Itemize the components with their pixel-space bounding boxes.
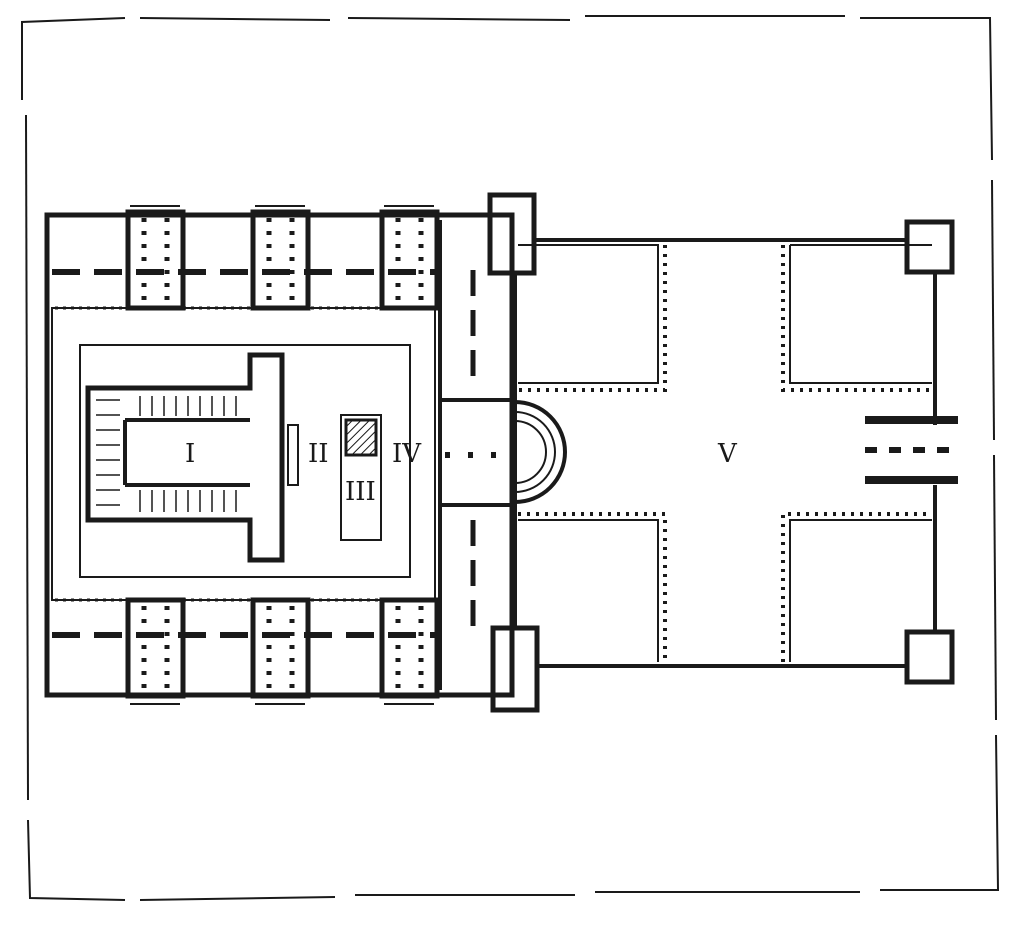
columned-halls-top [125, 205, 440, 311]
room-label-3: III [345, 477, 376, 507]
vestibule [438, 192, 567, 713]
altar [340, 414, 382, 541]
sanctuary [85, 352, 299, 563]
room-label-2: II [308, 439, 329, 469]
forecourt [513, 219, 958, 685]
columned-halls-bottom [55, 306, 440, 705]
room-label-1: I [185, 439, 195, 469]
temple-building [44, 212, 515, 698]
room-label-5: V [717, 439, 738, 469]
room-label-4: IV [392, 439, 422, 469]
enclosure-wall [21, 15, 1000, 901]
